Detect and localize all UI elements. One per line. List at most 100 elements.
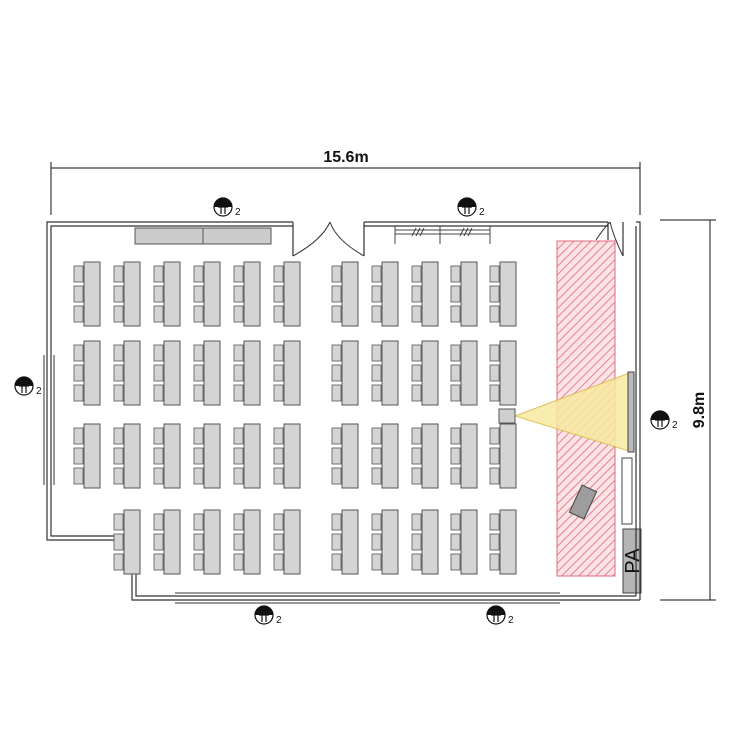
chair [73,285,84,303]
floor-outlet [14,376,34,396]
chair [450,467,461,485]
chair [450,427,461,445]
lectern [568,484,598,520]
chair [233,467,244,485]
chair [450,285,461,303]
desk [421,261,439,327]
desk-unit [450,423,478,489]
chair [411,384,422,402]
chair [193,344,204,362]
chair [411,364,422,382]
chair [73,305,84,323]
side-door [595,221,624,257]
chair [371,305,382,323]
desk [163,261,181,327]
width-dimension [50,162,641,215]
chair [73,447,84,465]
desk [243,509,261,575]
desk-unit [331,261,359,327]
desk [499,509,517,575]
chair [73,265,84,283]
desk-unit [233,340,261,406]
chair [193,364,204,382]
side-cabinet [621,457,633,525]
walls [46,221,641,601]
chair [113,553,124,571]
desk [203,340,221,406]
chair [153,344,164,362]
outlet-subscript: 2 [235,207,241,218]
desk-unit [371,509,399,575]
floor-outlet [650,410,670,430]
chair [153,305,164,323]
outlet-subscript: 2 [672,420,678,431]
chair [233,265,244,283]
chair [411,467,422,485]
chair [73,364,84,382]
floor-outlet [254,605,274,625]
top-whiteboard [134,227,272,245]
chair [489,513,500,531]
desk-unit [233,509,261,575]
chair [193,447,204,465]
chair [371,344,382,362]
desk [243,423,261,489]
desk-unit [193,261,221,327]
chair [73,344,84,362]
chair [411,533,422,551]
chair [233,305,244,323]
desk [123,261,141,327]
chair [153,265,164,283]
desk [123,423,141,489]
projector [498,408,516,424]
desk-unit [331,340,359,406]
chair [273,364,284,382]
desk [163,423,181,489]
desk-unit [371,261,399,327]
chair [153,285,164,303]
desk [341,423,359,489]
chair [371,384,382,402]
height-dimension [660,219,716,601]
desk-unit [450,509,478,575]
chair [371,533,382,551]
chair [273,447,284,465]
desk [243,340,261,406]
chair [450,344,461,362]
desk [499,340,517,406]
chair [113,265,124,283]
chair [193,427,204,445]
chair [489,533,500,551]
chair [450,513,461,531]
coat-rack [394,226,491,244]
desk-unit [371,423,399,489]
desk [421,423,439,489]
chair [331,467,342,485]
width-label: 15.6m [323,149,368,166]
desk-unit [273,340,301,406]
chair [113,513,124,531]
desk [83,261,101,327]
chair [489,427,500,445]
chair [193,265,204,283]
chair [450,384,461,402]
chair [153,467,164,485]
desk [203,509,221,575]
chair [113,305,124,323]
double-door [292,221,365,257]
desk-unit [193,509,221,575]
desk [283,261,301,327]
desk [499,261,517,327]
chair [273,344,284,362]
chair [233,364,244,382]
desk-unit [273,261,301,327]
chair [273,305,284,323]
chair [153,427,164,445]
chair [489,447,500,465]
chair [193,467,204,485]
desk-unit [273,423,301,489]
chair [450,447,461,465]
desk-unit [331,423,359,489]
desk-unit [73,423,101,489]
chair [411,285,422,303]
